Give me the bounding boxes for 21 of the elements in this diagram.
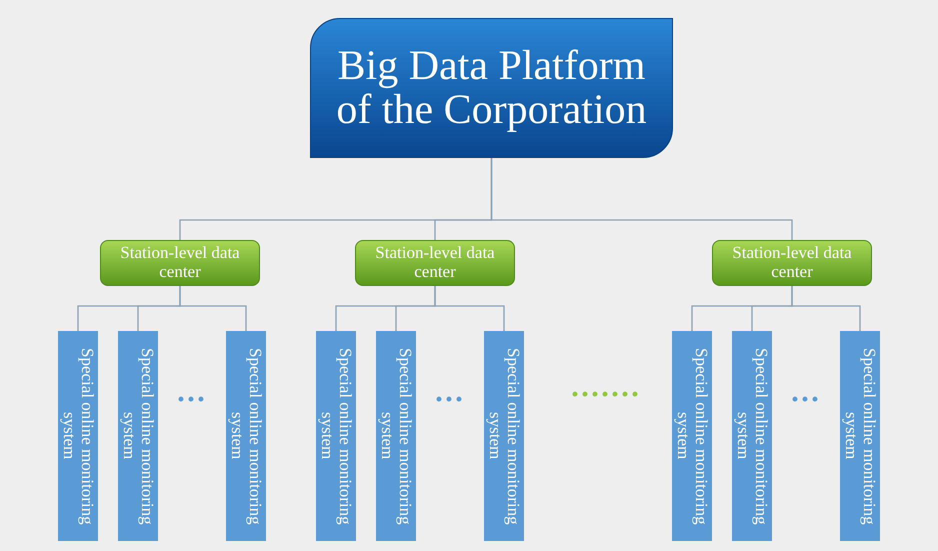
system-box: Special online monitoring system — [226, 331, 266, 541]
system-box: Special online monitoring system — [672, 331, 712, 541]
ellipsis-mark: ··· — [432, 385, 465, 415]
data-center-box: Station-level data center — [100, 240, 260, 286]
connector-line — [791, 286, 861, 331]
system-box: Special online monitoring system — [484, 331, 524, 541]
system-box: Special online monitoring system — [376, 331, 416, 541]
connector-line — [434, 286, 505, 331]
connector-line — [490, 158, 793, 240]
system-box: Special online monitoring system — [732, 331, 772, 541]
system-box: Special online monitoring system — [316, 331, 356, 541]
system-box: Special online monitoring system — [58, 331, 98, 541]
ellipsis-mark: ··· — [788, 385, 821, 415]
platform-box: Big Data Platform of the Corporation — [310, 18, 673, 158]
ellipsis-mark: ··· — [174, 385, 207, 415]
ellipsis-mark: ······· — [568, 380, 642, 410]
data-center-box: Station-level data center — [355, 240, 515, 286]
system-box: Special online monitoring system — [118, 331, 158, 541]
data-center-box: Station-level data center — [712, 240, 872, 286]
connector-line — [179, 286, 247, 331]
system-box: Special online monitoring system — [840, 331, 880, 541]
